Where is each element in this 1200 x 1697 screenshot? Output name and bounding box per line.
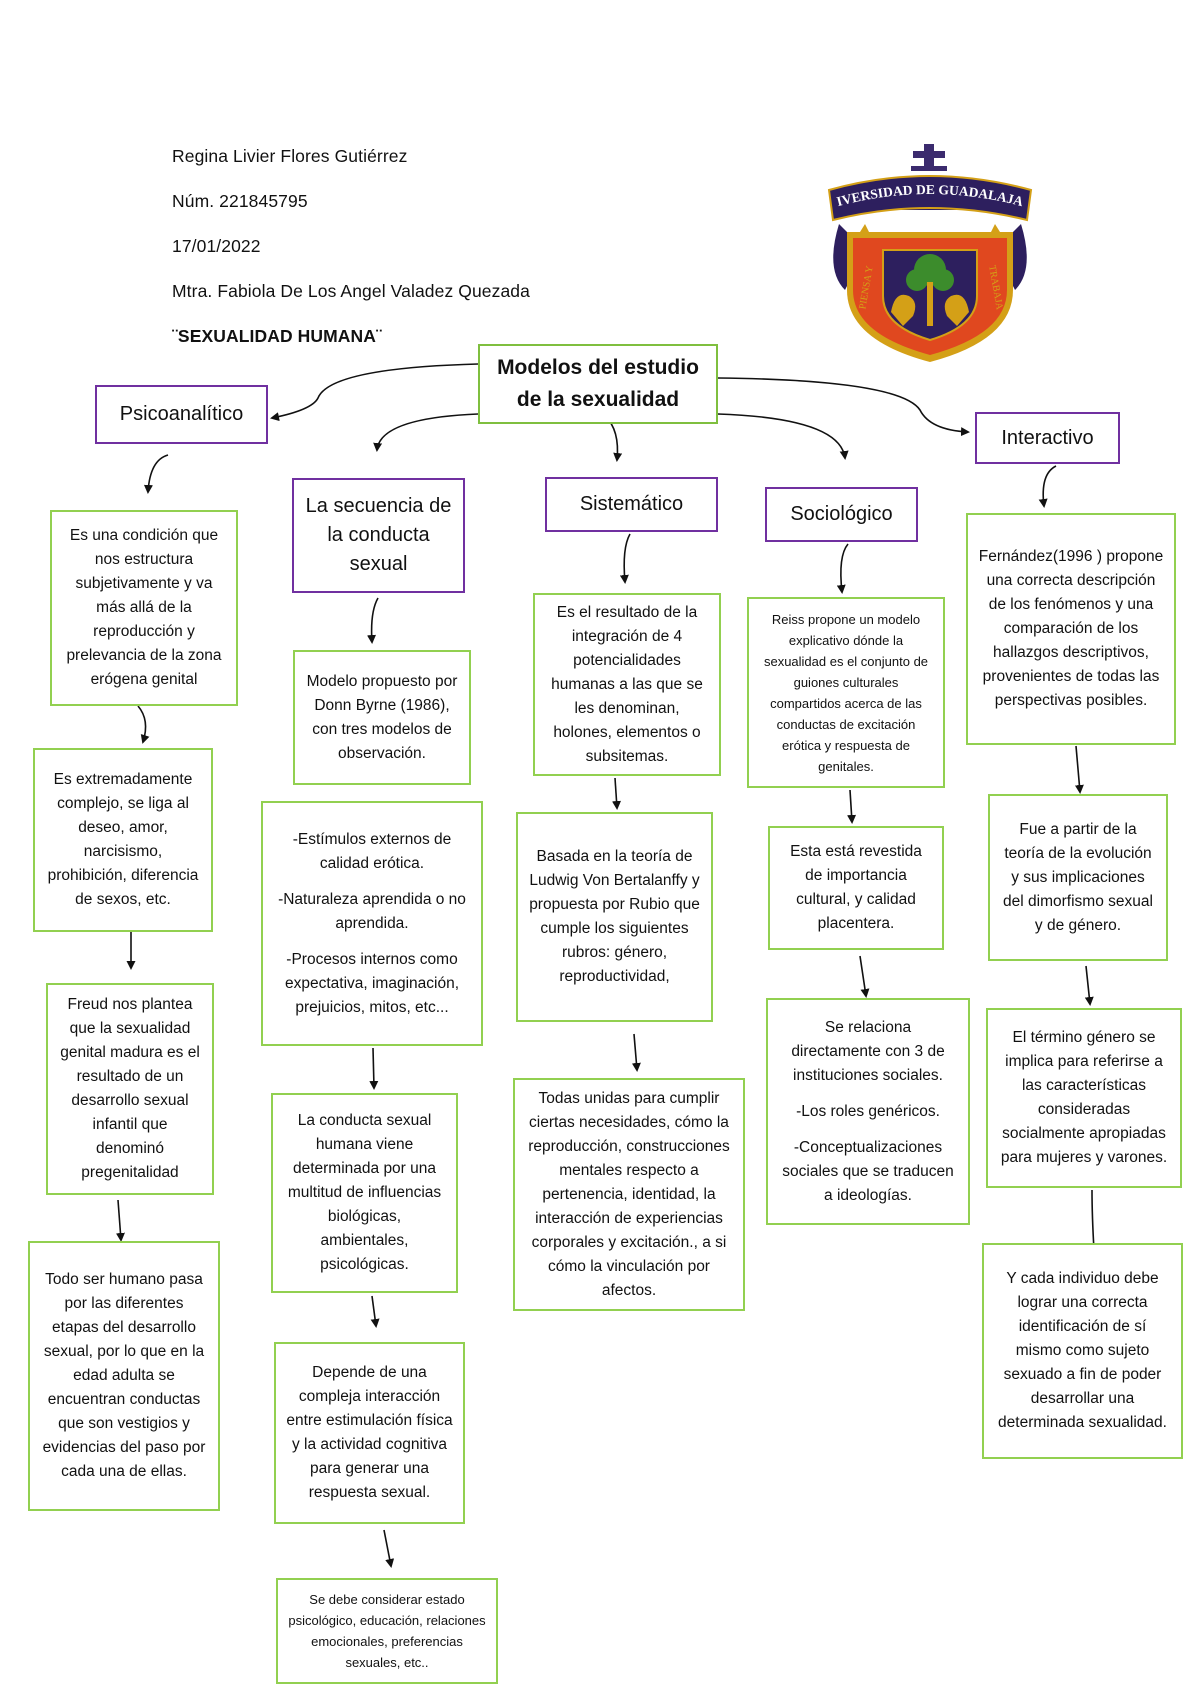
psicoanalitico-node-1: Es una condición que nos estructura subj… — [50, 510, 238, 706]
sociologico-node-1: Reiss propone un modelo explicativo dónd… — [747, 597, 945, 788]
category-sociologico: Sociológico — [765, 487, 918, 542]
sistematico-node-1: Es el resultado de la integración de 4 p… — [533, 593, 721, 776]
sociologico-node-2: Esta está revestida de importancia cultu… — [768, 826, 944, 950]
category-sistematico: Sistemático — [545, 477, 718, 532]
secuencia-node-2: La conducta sexual humana viene determin… — [271, 1093, 458, 1293]
secuencia-list-item-3: -Procesos internos como expectativa, ima… — [284, 950, 460, 1016]
subject-title: ¨SEXUALIDAD HUMANA¨ — [172, 326, 382, 346]
sociologico-list-item-2: -Los roles genéricos. — [796, 1102, 940, 1120]
student-name: Regina Livier Flores Gutiérrez — [172, 146, 408, 166]
university-crest-logo: UNIVERSIDAD DE GUADALAJARA PIENSA Y TRAB… — [825, 140, 1033, 362]
secuencia-node-1: Modelo propuesto por Donn Byrne (1986), … — [293, 650, 471, 785]
psicoanalitico-node-2: Es extremadamente complejo, se liga al d… — [33, 748, 213, 932]
root-node: Modelos del estudio de la sexualidad — [478, 344, 718, 424]
sociologico-list-item-3: -Conceptualizaciones sociales que se tra… — [782, 1138, 954, 1204]
sociologico-list: Se relaciona directamente con 3 de insti… — [766, 998, 970, 1225]
category-interactivo: Interactivo — [975, 412, 1120, 464]
arrow-root-sociologico — [717, 413, 849, 460]
secuencia-list: -Estímulos externos de calidad erótica. … — [261, 801, 483, 1046]
arrow-root-interactivo — [717, 377, 970, 437]
interactivo-node-3: El término género se implica para referi… — [986, 1008, 1182, 1188]
student-number: Núm. 221845795 — [172, 191, 308, 211]
sistematico-node-2: Basada en la teoría de Ludwig Von Bertal… — [516, 812, 713, 1022]
secuencia-node-4: Se debe considerar estado psicológico, e… — [276, 1578, 498, 1684]
interactivo-node-1: Fernández(1996 ) propone una correcta de… — [966, 513, 1176, 745]
date: 17/01/2022 — [172, 236, 261, 256]
arrow-root-psicoanalitico — [270, 363, 479, 422]
category-psicoanalitico: Psicoanalítico — [95, 385, 268, 444]
sociologico-list-item-1: Se relaciona directamente con 3 de insti… — [791, 1018, 945, 1084]
secuencia-list-item-1: -Estímulos externos de calidad erótica. — [292, 830, 452, 872]
secuencia-list-item-2: -Naturaleza aprendida o no aprendida. — [278, 890, 466, 932]
sistematico-node-3: Todas unidas para cumplir ciertas necesi… — [513, 1078, 745, 1311]
category-secuencia: La secuencia de la conducta sexual — [292, 478, 465, 593]
interactivo-node-2: Fue a partir de la teoría de la evolució… — [988, 794, 1168, 961]
psicoanalitico-node-4: Todo ser humano pasa por las diferentes … — [28, 1241, 220, 1511]
psicoanalitico-node-3: Freud nos plantea que la sexualidad geni… — [46, 983, 214, 1195]
teacher-name: Mtra. Fabiola De Los Angel Valadez Queza… — [172, 281, 530, 301]
arrow-root-secuencia — [373, 413, 479, 452]
interactivo-node-4: Y cada individuo debe lograr una correct… — [982, 1243, 1183, 1459]
secuencia-node-3: Depende de una compleja interacción entr… — [274, 1342, 465, 1524]
